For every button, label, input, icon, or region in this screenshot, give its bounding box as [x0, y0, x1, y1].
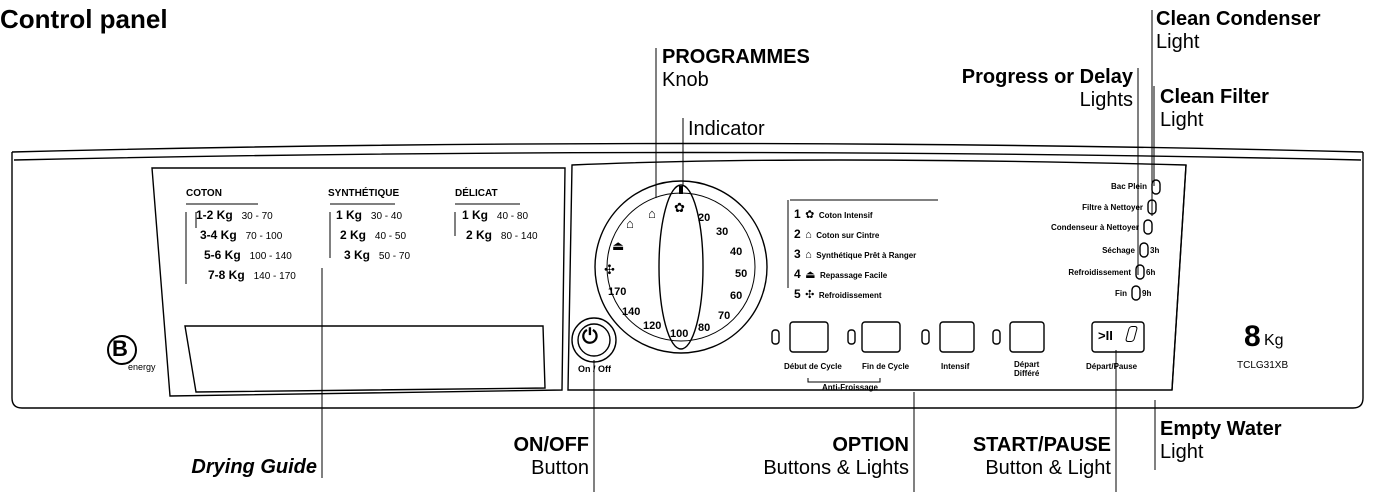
- hanger-icon: ⌂: [648, 206, 656, 221]
- coton-intensif-icon: ✿: [805, 209, 815, 221]
- guide-row: 3 Kg 50 - 70: [344, 248, 411, 262]
- iron-icon: ⏏: [805, 269, 816, 281]
- program-item: 1 ✿ Coton Intensif: [794, 207, 873, 221]
- hanger-icon: ⌂: [805, 229, 812, 241]
- guide-synth-rows: 1 Kg 30 - 40 2 Kg 40 - 50 3 Kg 50 - 70: [336, 206, 410, 266]
- callout-onoff: ON/OFF Button: [513, 434, 589, 479]
- guide-row: 1-2 Kg 30 - 70: [196, 208, 273, 222]
- guide-row: 2 Kg 80 - 140: [466, 228, 538, 242]
- delay-6h: 6h: [1146, 268, 1156, 277]
- fan-icon: ✣: [805, 289, 815, 301]
- delay-9h: 9h: [1142, 289, 1152, 298]
- onoff-label: On / Off: [578, 364, 611, 374]
- intensif-label: Intensif: [941, 362, 970, 371]
- programmes-knob[interactable]: [596, 182, 766, 352]
- callout-clean-condenser: Clean Condenser Light: [1156, 8, 1321, 53]
- status-light-label: Refroidissement: [1068, 268, 1131, 277]
- guide-row: 5-6 Kg 100 - 140: [204, 248, 292, 262]
- guide-row: 2 Kg 40 - 50: [340, 228, 407, 242]
- delay-3h: 3h: [1150, 246, 1160, 255]
- dial-number: 80: [698, 322, 711, 334]
- dial-number: 120: [643, 320, 662, 332]
- coton-intensif-icon: ✿: [674, 200, 685, 215]
- intensif-button[interactable]: [940, 322, 974, 352]
- program-list: 1 ✿ Coton Intensif 2 ⌂ Coton sur Cintre …: [794, 205, 916, 305]
- guide-delicat-heading: DÉLICAT: [455, 188, 498, 199]
- dial-number: 70: [718, 310, 731, 322]
- callout-option: OPTION Buttons & Lights: [763, 434, 909, 479]
- anti-froissage-label: Anti-Froissage: [822, 383, 879, 392]
- program-item: 4 ⏏ Repassage Facile: [794, 267, 888, 281]
- fan-icon: ✣: [604, 262, 615, 277]
- depart-differe-button[interactable]: [1010, 322, 1044, 352]
- fin-cycle-label: Fin de Cycle: [862, 362, 910, 371]
- status-light-label: Bac Plein: [1110, 182, 1147, 191]
- debut-cycle-label: Début de Cycle: [784, 362, 842, 371]
- callout-start-pause: START/PAUSE Button & Light: [972, 434, 1111, 479]
- guide-coton-heading: COTON: [186, 188, 222, 199]
- depart-pause-label: Départ/Pause: [1086, 362, 1138, 371]
- depart-label: Départ: [1014, 360, 1040, 369]
- fin-cycle-button[interactable]: [862, 322, 900, 352]
- guide-coton-rows: 1-2 Kg 30 - 70 3-4 Kg 70 - 100 5-6 Kg 10…: [196, 206, 296, 286]
- program-item: 2 ⌂ Coton sur Cintre: [794, 227, 880, 241]
- callout-clean-filter: Clean Filter Light: [1160, 86, 1269, 131]
- start-pause-icon: >II: [1098, 328, 1113, 343]
- callout-drying-guide: Drying Guide: [191, 456, 317, 478]
- capacity-unit: Kg: [1264, 332, 1284, 349]
- program-item: 3 ⌂ Synthétique Prêt à Ranger: [794, 247, 917, 261]
- callout-empty-water: Empty Water Light: [1160, 418, 1282, 463]
- status-light-label: Séchage: [1102, 246, 1135, 255]
- power-icon[interactable]: ⏻: [582, 326, 598, 348]
- dial-number: 50: [735, 268, 748, 280]
- callout-indicator: Indicator: [688, 118, 765, 140]
- guide-delicat-rows: 1 Kg 40 - 80 2 Kg 80 - 140: [462, 206, 538, 246]
- page-title: Control panel: [0, 4, 168, 34]
- model-number: TCLG31XB: [1237, 360, 1289, 371]
- guide-row: 3-4 Kg 70 - 100: [200, 228, 283, 242]
- dial-number: 140: [622, 306, 641, 318]
- capacity-number: 8: [1244, 320, 1261, 353]
- status-light-label: Condenseur à Nettoyer: [1050, 223, 1139, 232]
- iron-icon: ⏏: [612, 238, 625, 253]
- dial-number: 20: [698, 212, 711, 224]
- status-light-label: Fin: [1115, 289, 1127, 298]
- brand-energy: energy: [128, 362, 156, 372]
- debut-cycle-button[interactable]: [790, 322, 828, 352]
- dial-number: 100: [670, 328, 689, 340]
- shirt-icon: ⌂: [626, 216, 634, 231]
- guide-row: 7-8 Kg 140 - 170: [208, 268, 296, 282]
- guide-row: 1 Kg 40 - 80: [462, 208, 529, 222]
- callout-programmes: PROGRAMMES Knob: [662, 46, 810, 91]
- shirt-icon: ⌂: [805, 249, 812, 261]
- program-item: 5 ✣ Refroidissement: [794, 287, 882, 301]
- differe-label: Différé: [1014, 369, 1040, 378]
- status-light-label: Filtre à Nettoyer: [1082, 203, 1143, 212]
- guide-synth-heading: SYNTHÉTIQUE: [328, 188, 400, 199]
- dial-number: 170: [608, 286, 627, 298]
- guide-row: 1 Kg 30 - 40: [336, 208, 403, 222]
- brand-b-logo: B: [112, 336, 128, 361]
- dial-number: 40: [730, 246, 743, 258]
- callout-progress-delay: Progress or Delay Lights: [961, 66, 1133, 111]
- dial-number: 30: [716, 226, 729, 238]
- dial-number: 60: [730, 290, 743, 302]
